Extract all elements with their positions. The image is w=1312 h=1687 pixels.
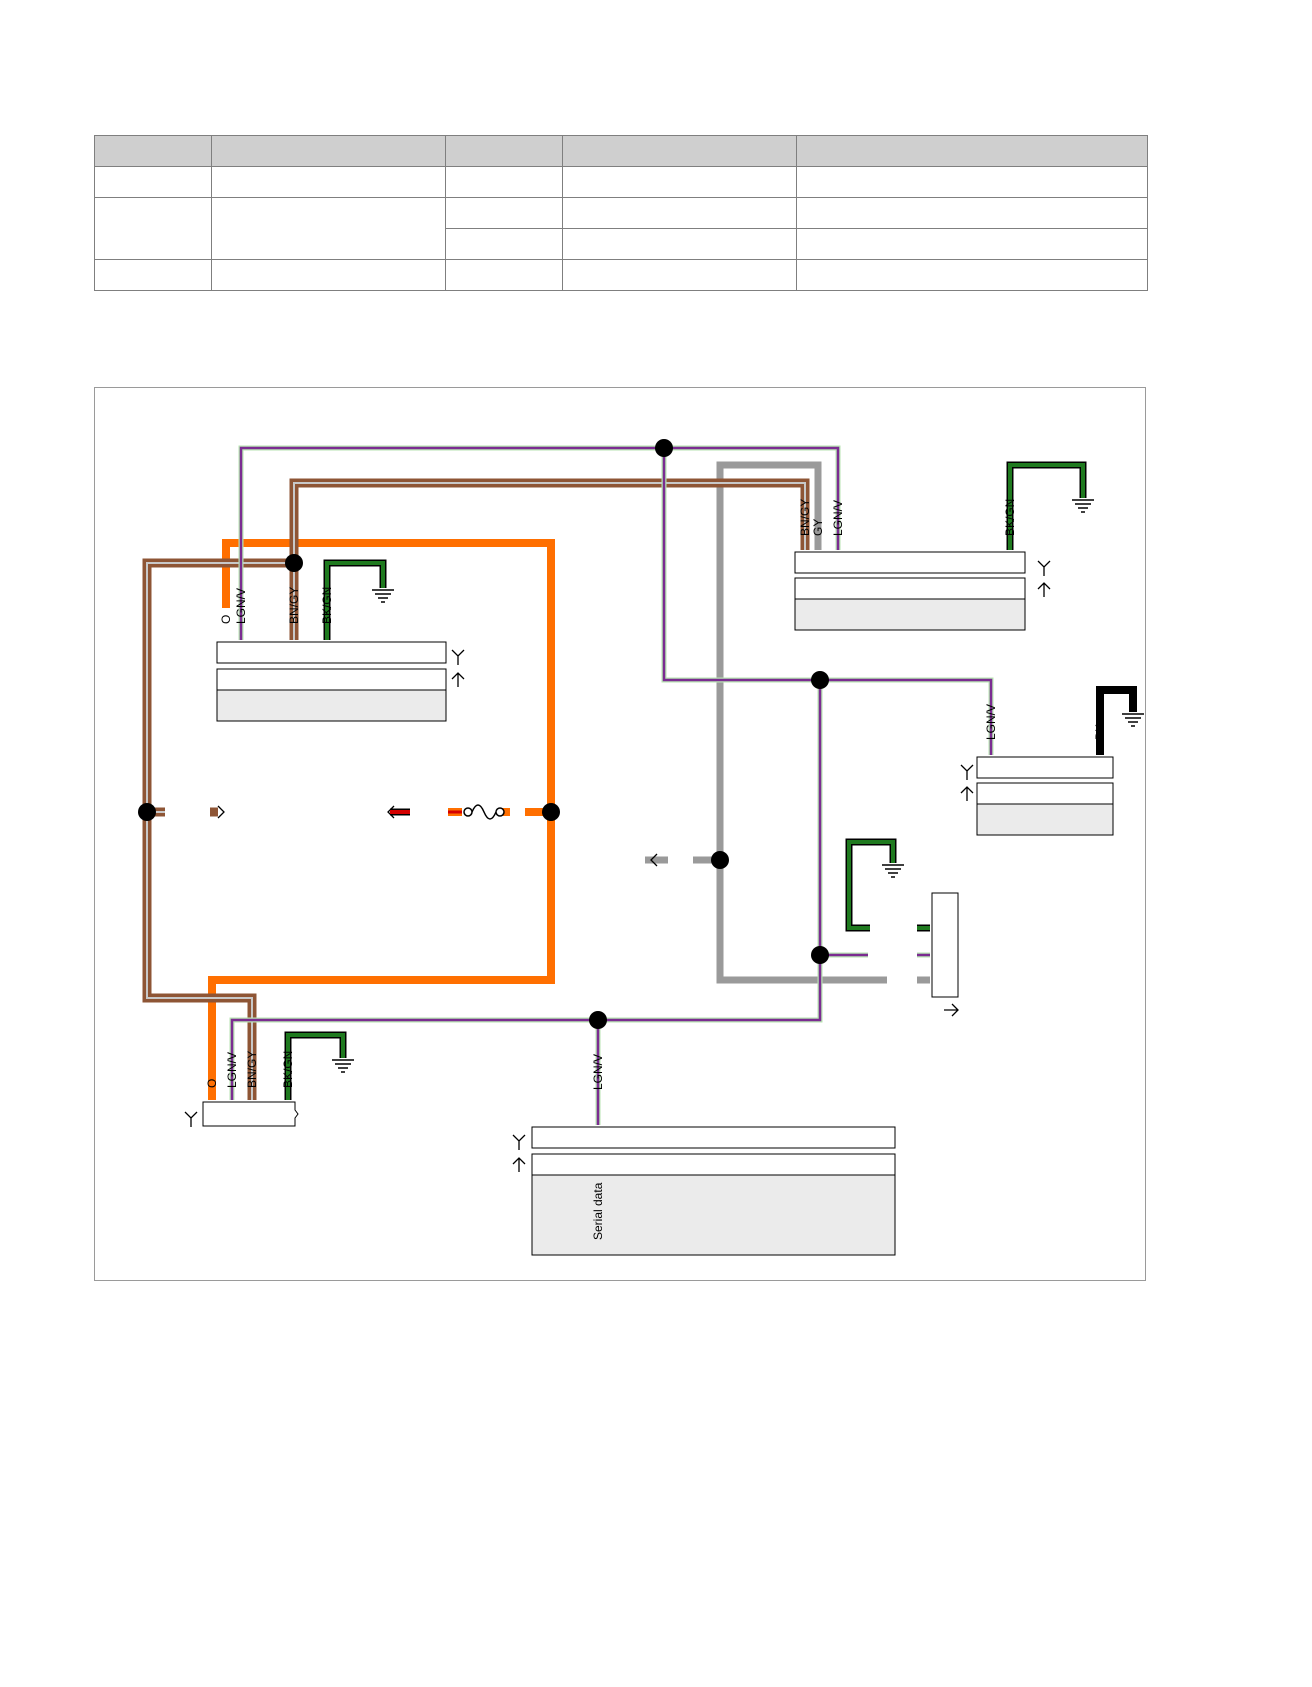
table-cell — [445, 259, 563, 291]
table-cell — [796, 166, 1148, 198]
table-cell — [94, 259, 212, 291]
wire-bkgn — [284, 461, 1087, 1100]
wire-label-bk: BK — [1093, 724, 1107, 740]
wire-label-bngy: BN/GY — [245, 1051, 259, 1088]
wire-gy — [645, 461, 930, 984]
table-header-cell — [94, 135, 212, 167]
wire-bk — [1096, 686, 1137, 755]
table-cell — [562, 259, 797, 291]
connector-symbol — [184, 560, 1051, 1172]
fuse — [448, 804, 505, 820]
wire-bngy — [142, 478, 810, 1100]
table-cell — [94, 197, 212, 260]
table-header-cell — [796, 135, 1148, 167]
wire-label-lgnv: LGN/V — [234, 588, 248, 624]
module-a — [216, 641, 447, 722]
table-cell — [94, 166, 212, 198]
table-cell — [445, 197, 563, 229]
splice-junction — [138, 439, 829, 1029]
table-row — [95, 228, 1148, 260]
wire-label-o: O — [205, 1079, 219, 1088]
table-cell — [445, 166, 563, 198]
wire-label-bkgn: BK/GN — [281, 1051, 295, 1088]
table-cell — [796, 259, 1148, 291]
wire-label-bngy: BN/GY — [287, 587, 301, 624]
table-cell — [796, 228, 1148, 260]
table-cell — [796, 197, 1148, 229]
table-cell — [211, 259, 446, 291]
serial-data-label: Serial data — [591, 1182, 605, 1240]
table-header-cell — [445, 135, 563, 167]
wire-label-bngy: BN/GY — [798, 499, 812, 536]
wire-lgnv — [229, 445, 994, 1125]
table-cell — [562, 228, 797, 260]
wire-o — [208, 539, 555, 1100]
wiring-diagram-frame — [94, 387, 1146, 1281]
wire-label-lgnv: LGN/V — [984, 704, 998, 740]
table-cell — [211, 197, 446, 260]
module-b — [794, 551, 1026, 631]
wire-label-lgnv: LGN/V — [831, 500, 845, 536]
wire-label-bkgn: BK/GN — [320, 587, 334, 624]
connector-table — [94, 135, 1148, 291]
table-row — [94, 197, 1148, 260]
wire-label-group: O LGN/V BN/GY BK/GN BN/GY GY LGN/V BK/GN… — [205, 499, 1107, 1090]
wire-label-o: O — [219, 615, 233, 624]
connector-e — [202, 1101, 299, 1127]
table-cell — [211, 166, 446, 198]
wire-label-lgnv: LGN/V — [591, 1054, 605, 1090]
wire-label-gy: GY — [811, 519, 825, 536]
wire-label-lgnv: LGN/V — [225, 1052, 239, 1088]
module-f — [531, 1126, 896, 1256]
module-d — [931, 892, 959, 998]
module-c — [976, 756, 1114, 836]
table-cell — [445, 228, 563, 260]
wire-label-bkgn: BK/GN — [1003, 499, 1017, 536]
table-header-cell — [562, 135, 797, 167]
table-row — [94, 259, 1148, 291]
